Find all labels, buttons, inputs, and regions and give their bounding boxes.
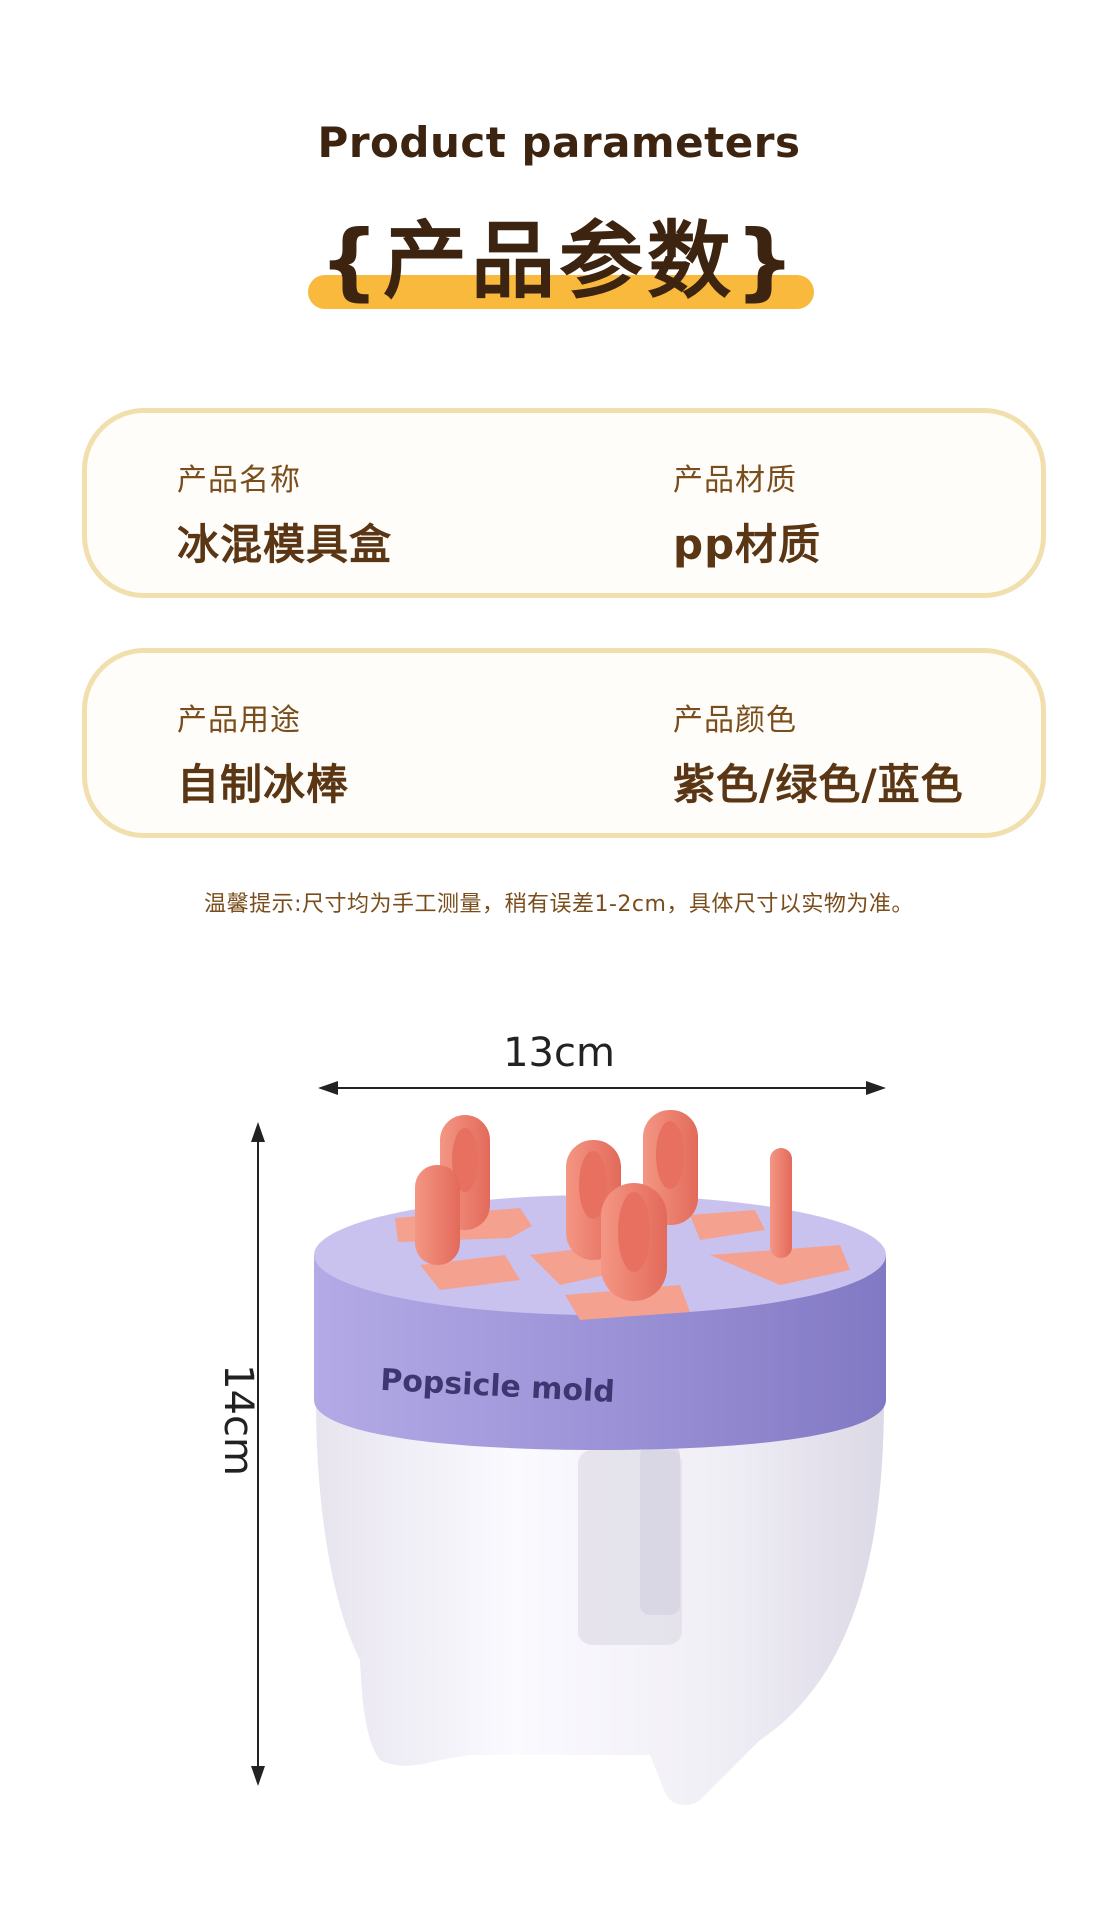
height-arrow <box>251 1122 265 1786</box>
param-value: pp材质 <box>673 520 822 569</box>
param-name: 产品名称 冰混模具盒 <box>177 461 392 571</box>
width-arrow <box>318 1081 886 1095</box>
measurement-tip: 温馨提示:尺寸均为手工测量，稍有误差1-2cm，具体尺寸以实物为准。 <box>204 892 914 917</box>
param-value: 自制冰棒 <box>177 760 350 809</box>
param-value: 紫色/绿色/蓝色 <box>673 760 964 809</box>
param-usage: 产品用途 自制冰棒 <box>177 701 349 811</box>
popsicle-stick <box>601 1183 667 1301</box>
param-label: 产品材质 <box>673 463 797 498</box>
title-cn-block: {产品参数} <box>0 205 1118 325</box>
width-label: 13cm <box>503 1030 615 1076</box>
param-label: 产品颜色 <box>673 703 797 738</box>
title-en: Product parameters <box>317 118 801 167</box>
param-card-1: 产品名称 冰混模具盒 产品材质 pp材质 <box>82 408 1046 598</box>
param-color: 产品颜色 紫色/绿色/蓝色 <box>673 701 964 811</box>
param-value: 冰混模具盒 <box>177 520 393 569</box>
title-highlight-band <box>308 275 814 309</box>
param-material: 产品材质 pp材质 <box>673 461 821 571</box>
mold-body <box>316 1400 884 1806</box>
title-cn: {产品参数} <box>319 212 799 310</box>
param-label: 产品名称 <box>177 463 301 498</box>
param-card-2: 产品用途 自制冰棒 产品颜色 紫色/绿色/蓝色 <box>82 648 1046 838</box>
param-label: 产品用途 <box>177 703 301 738</box>
popsicle-stick <box>770 1148 792 1258</box>
popsicle-stick <box>415 1165 460 1265</box>
